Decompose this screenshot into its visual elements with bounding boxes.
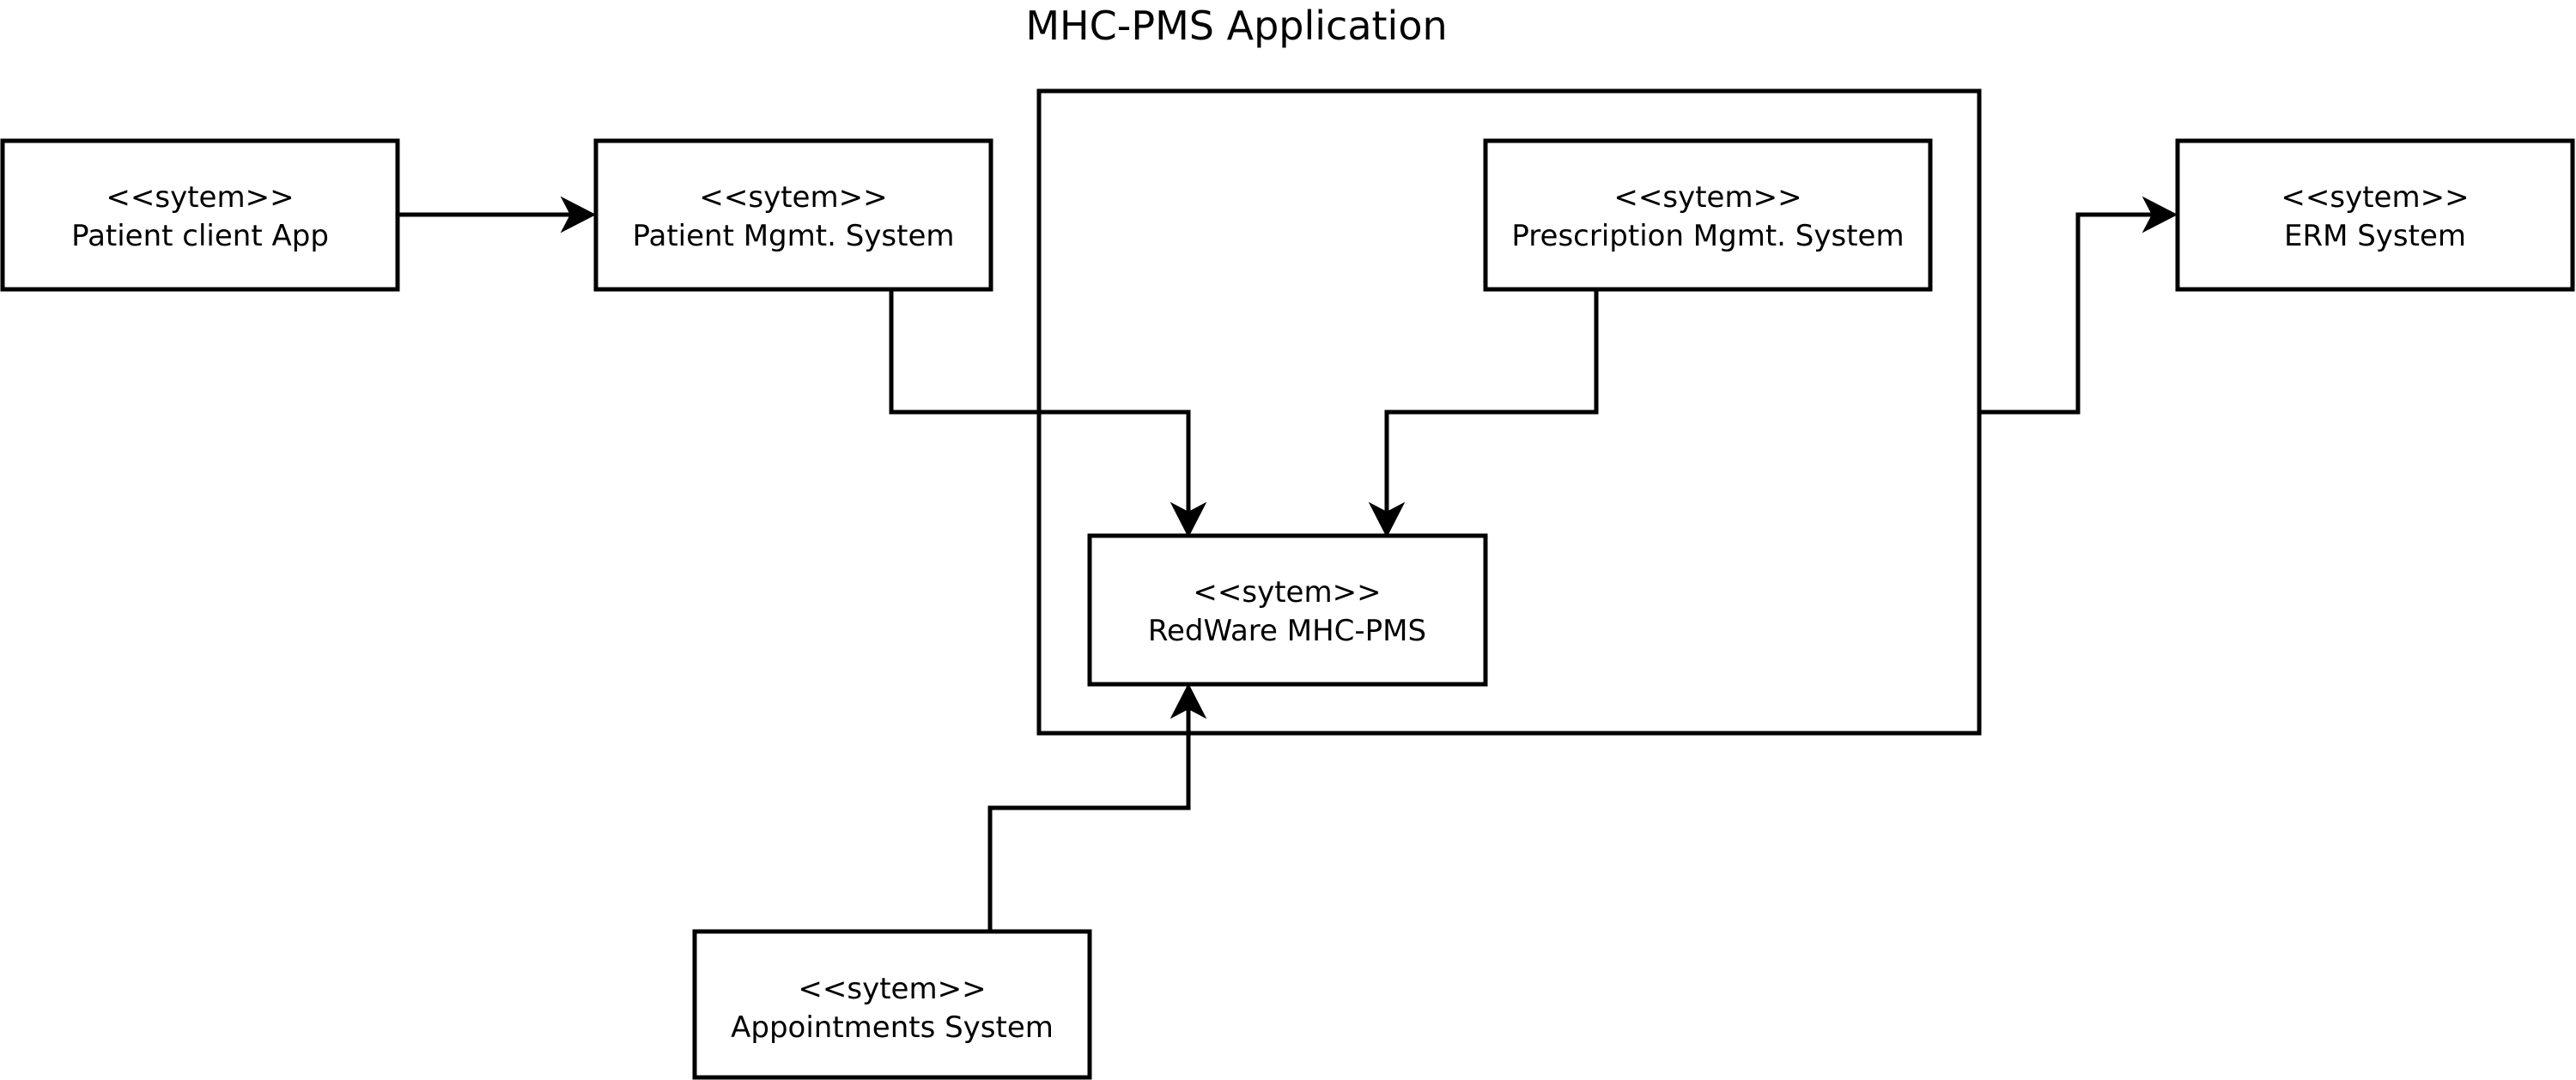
node-name: Patient client App bbox=[71, 219, 329, 253]
edge-prescription-to-redware bbox=[1384, 289, 1599, 515]
arrowhead-redware-top-right bbox=[1368, 501, 1406, 538]
stereotype-label: <<sytem>> bbox=[798, 972, 986, 1006]
node-prescription-mgmt-system[interactable]: <<sytem>> Prescription Mgmt. System bbox=[1483, 138, 1933, 292]
edge-appointments-to-redware bbox=[987, 706, 1191, 931]
arrowhead-erm bbox=[2142, 196, 2178, 234]
node-redware-mhc-pms[interactable]: <<sytem>> RedWare MHC-PMS bbox=[1087, 533, 1488, 687]
arrowhead-redware-bottom bbox=[1170, 683, 1207, 719]
arrowhead-patient-mgmt bbox=[560, 196, 597, 234]
stereotype-label: <<sytem>> bbox=[1193, 575, 1381, 610]
node-name: Prescription Mgmt. System bbox=[1511, 219, 1904, 253]
stereotype-label: <<sytem>> bbox=[106, 180, 294, 215]
node-erm-system[interactable]: <<sytem>> ERM System bbox=[2175, 138, 2575, 292]
node-appointments-system[interactable]: <<sytem>> Appointments System bbox=[692, 929, 1092, 1080]
stereotype-label: <<sytem>> bbox=[1613, 180, 1801, 215]
application-title: MHC-PMS Application bbox=[1025, 3, 1447, 49]
node-name: Appointments System bbox=[731, 1010, 1054, 1045]
node-patient-client-app[interactable]: <<sytem>> Patient client App bbox=[0, 138, 400, 292]
edge-application-to-erm bbox=[1979, 212, 2155, 415]
arrowhead-redware-top-left bbox=[1170, 501, 1207, 538]
edge-patient-mgmt-to-redware bbox=[889, 289, 1191, 515]
stereotype-label: <<sytem>> bbox=[699, 180, 887, 215]
node-name: Patient Mgmt. System bbox=[633, 219, 955, 253]
node-patient-mgmt-system[interactable]: <<sytem>> Patient Mgmt. System bbox=[593, 138, 993, 292]
node-name: RedWare MHC-PMS bbox=[1148, 614, 1426, 648]
connectors bbox=[398, 196, 2178, 931]
stereotype-label: <<sytem>> bbox=[2281, 180, 2469, 215]
node-name: ERM System bbox=[2284, 219, 2466, 253]
